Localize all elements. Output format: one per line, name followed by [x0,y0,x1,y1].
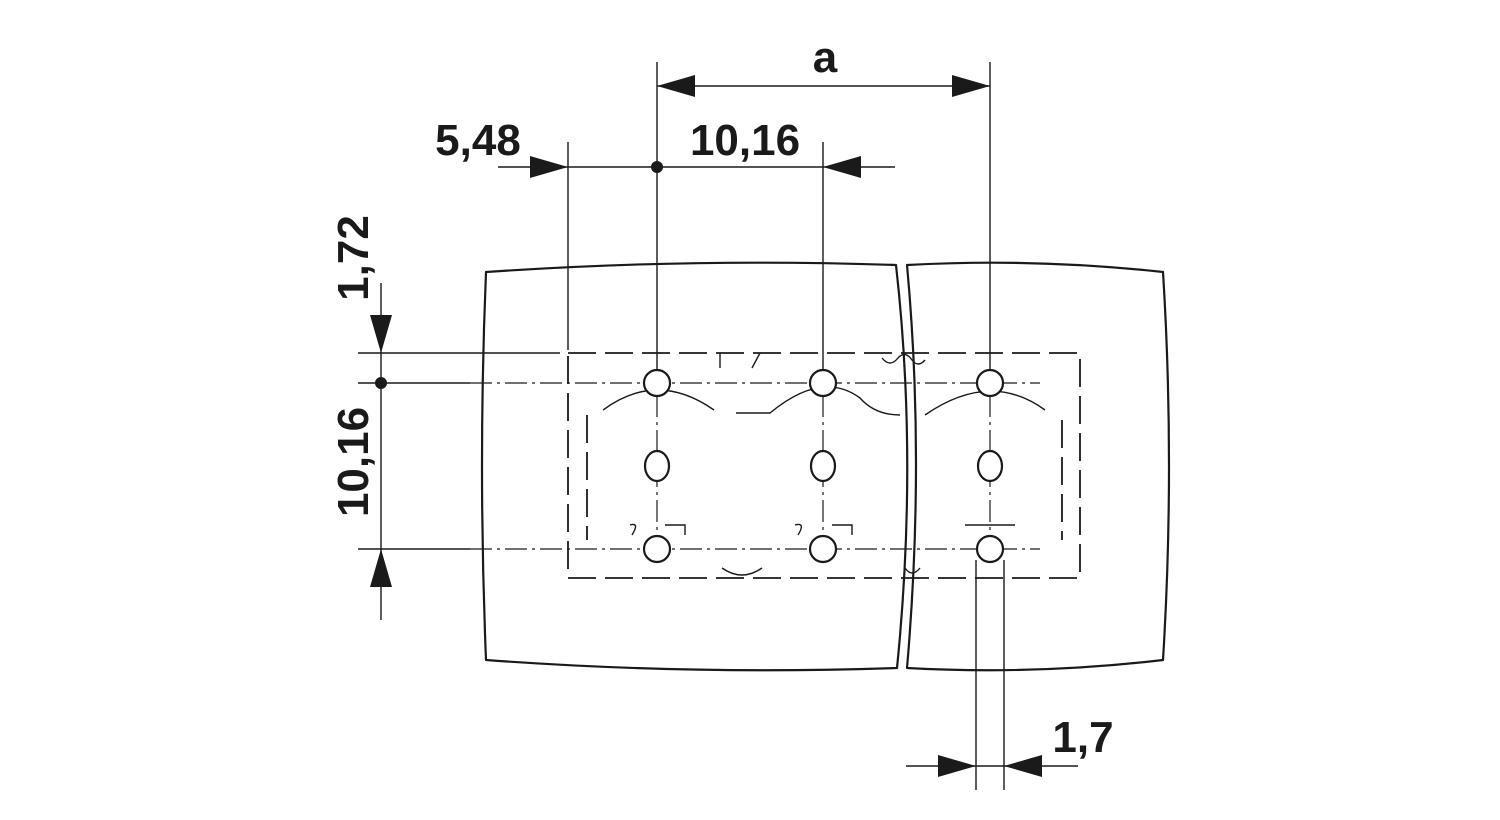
datum-dot-vertical [375,377,387,389]
hole-r1-c3 [975,368,1005,398]
contact-arc-2 [736,386,901,416]
squiggle-bottom-1 [721,567,763,576]
squiggle-top-1 [719,352,761,369]
housing-inner-contour [586,415,1063,540]
board-outline-right [905,261,1171,672]
label-10-16-horizontal: 10,16 [690,116,800,165]
hole-r1-c2 [808,368,838,398]
squiggle-bottom-3 [629,523,686,536]
arrow-1016-v [370,549,392,587]
label-a: a [813,33,838,82]
squiggle-top-2 [881,353,926,365]
arrow-a-left [657,75,695,97]
arrow-pin-right [1004,755,1042,777]
label-10-16-vertical: 10,16 [329,407,378,517]
label-1-72: 1,72 [329,215,378,301]
squiggle-bottom-4 [794,523,853,536]
hole-r3-c3 [975,534,1005,564]
hole-r2-c2 [809,449,837,483]
datum-dot-horizontal [651,161,663,173]
arrow-548 [530,156,568,178]
hole-r1-c1 [642,368,672,398]
hole-r2-c1 [643,449,671,483]
hole-r2-c3 [976,449,1004,483]
hole-r3-c1 [642,534,672,564]
arrow-a-right [952,75,990,97]
housing-outline-dashed [567,352,1081,579]
arrow-pin-left [938,755,976,777]
squiggle-bottom-2 [904,567,921,574]
board-outline-left [480,261,909,672]
label-5-48: 5,48 [435,116,521,165]
label-1-7: 1,7 [1052,713,1113,762]
arrow-172 [370,315,392,353]
hole-r3-c2 [808,534,838,564]
arrow-1016-h [823,156,861,178]
